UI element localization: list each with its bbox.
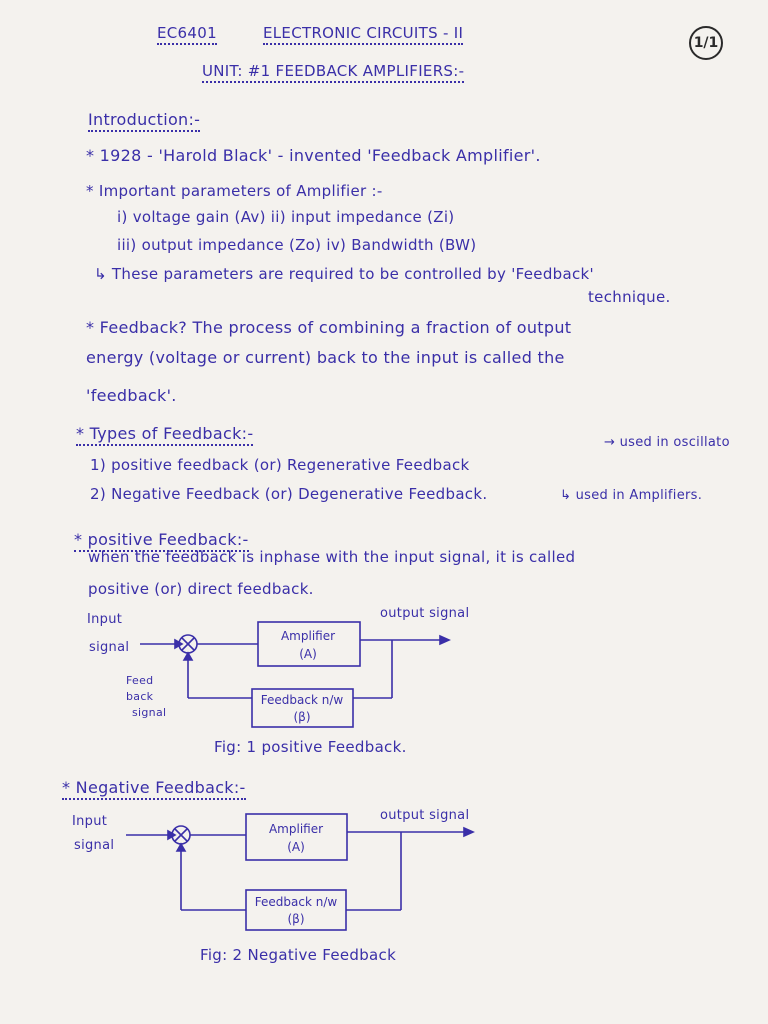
types-item-positive-note: → used in oscillato [604, 435, 730, 450]
intro-line-1928: * 1928 - 'Harold Black' - invented 'Feed… [86, 146, 541, 165]
types-heading: * Types of Feedback:- [76, 424, 254, 446]
pos-amp-label-1: Amplifier [281, 629, 335, 643]
neg-fb-label-2: (β) [287, 912, 304, 926]
intro-line-output-bandwidth: iii) output impedance (Zo) iv) Bandwidth… [117, 236, 477, 254]
types-item-negative: 2) Negative Feedback (or) Degenerative F… [90, 485, 488, 503]
pos-feedback-arrow [182, 651, 194, 661]
neg-amp-label-2: (A) [287, 840, 305, 854]
positive-desc-line-2: positive (or) direct feedback. [88, 580, 314, 598]
negative-figure-caption: Fig: 2 Negative Feedback [200, 946, 397, 964]
positive-figure-caption: Fig: 1 positive Feedback. [214, 738, 407, 756]
intro-line-controlled: ↳ These parameters are required to be co… [94, 265, 594, 283]
pos-fb-label-1: Feedback n/w [261, 693, 344, 707]
neg-amplifier-box [245, 813, 348, 861]
intro-line-parameters: * Important parameters of Amplifier :- [86, 182, 383, 200]
positive-input-label-1: Input [87, 612, 123, 627]
positive-feedback-label-3: signal [132, 706, 167, 719]
page-number-badge: 1/1 [689, 26, 723, 60]
pos-output-arrow [439, 634, 451, 646]
neg-output-arrow [463, 826, 475, 838]
introduction-heading: Introduction:- [88, 110, 201, 132]
pos-amp-label-2: (A) [299, 647, 317, 661]
negative-output-label: output signal [380, 808, 470, 823]
feedback-def-line-1: * Feedback? The process of combining a f… [86, 318, 572, 337]
unit-title: UNIT: #1 FEEDBACK AMPLIFIERS:- [202, 62, 465, 83]
pos-feedback-box [251, 688, 354, 728]
positive-desc-line-1: when the feedback is inphase with the in… [88, 548, 576, 566]
feedback-def-line-2: energy (voltage or current) back to the … [86, 348, 565, 367]
positive-input-label-2: signal [89, 640, 130, 655]
course-title: ELECTRONIC CIRCUITS - II [263, 24, 464, 45]
types-item-negative-note: ↳ used in Amplifiers. [560, 488, 703, 503]
negative-input-label-2: signal [74, 838, 115, 853]
pos-amplifier-box [257, 621, 361, 667]
neg-amp-label-1: Amplifier [269, 822, 323, 836]
feedback-def-line-3: 'feedback'. [86, 386, 177, 405]
negative-heading: * Negative Feedback:- [62, 778, 246, 800]
positive-heading: * positive Feedback:- [74, 530, 249, 552]
neg-feedback-arrow [175, 842, 187, 852]
intro-line-technique: technique. [588, 288, 671, 306]
types-item-positive: 1) positive feedback (or) Regenerative F… [90, 456, 470, 474]
intro-line-gain-impedance: i) voltage gain (Av) ii) input impedance… [117, 208, 455, 226]
positive-feedback-label-2: back [126, 690, 154, 703]
negative-input-label-1: Input [72, 814, 108, 829]
pos-fb-label-2: (β) [293, 710, 310, 724]
positive-feedback-label-1: Feed [126, 674, 154, 687]
positive-output-label: output signal [380, 606, 470, 621]
neg-fb-label-1: Feedback n/w [255, 895, 338, 909]
course-code: EC6401 [157, 24, 217, 45]
